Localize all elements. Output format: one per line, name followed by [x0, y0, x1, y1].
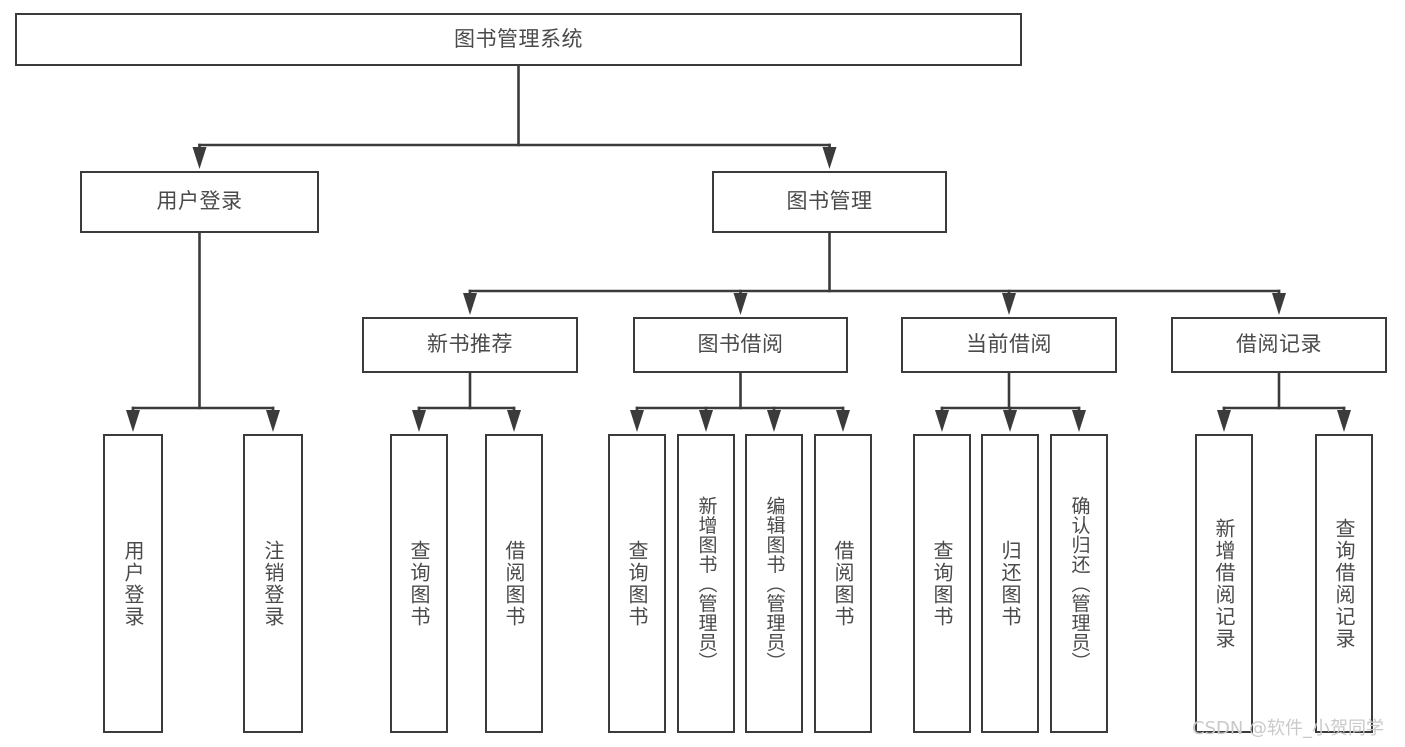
node-leaf-new-2[interactable]: 借阅图书 — [485, 434, 543, 733]
node-leaf-cur-3[interactable]: 确认归还（管理员） — [1050, 434, 1108, 733]
arrowhead — [1217, 410, 1231, 432]
node-label: 借阅图书 — [831, 539, 855, 628]
arrowhead — [1337, 410, 1351, 432]
arrowhead — [630, 410, 644, 432]
arrowhead — [1003, 410, 1017, 432]
node-label: 图书管理 — [786, 189, 873, 214]
node-label: 图书借阅 — [697, 332, 784, 357]
node-label: 归还图书 — [998, 539, 1022, 628]
node-leaf-login-1[interactable]: 用户登录 — [103, 434, 163, 733]
node-leaf-bor-1[interactable]: 查询图书 — [608, 434, 666, 733]
node-newbook[interactable]: 新书推荐 — [362, 317, 578, 373]
node-label: 新增图书（管理员） — [695, 495, 718, 672]
node-label: 用户登录 — [121, 539, 145, 628]
node-records[interactable]: 借阅记录 — [1171, 317, 1387, 373]
arrowhead — [1072, 410, 1086, 432]
node-label: 用户登录 — [156, 189, 243, 214]
node-label: 当前借阅 — [966, 332, 1052, 357]
node-label: 借阅记录 — [1236, 332, 1322, 357]
node-label: 新增借阅记录 — [1212, 517, 1236, 650]
node-leaf-cur-1[interactable]: 查询图书 — [913, 434, 971, 733]
arrowhead — [836, 410, 850, 432]
node-label: 确认归还（管理员） — [1068, 495, 1091, 672]
node-label: 查询图书 — [930, 539, 954, 628]
arrowhead — [266, 410, 280, 432]
node-root[interactable]: 图书管理系统 — [15, 13, 1022, 66]
node-leaf-bor-4[interactable]: 借阅图书 — [814, 434, 872, 733]
node-leaf-bor-3[interactable]: 编辑图书（管理员） — [745, 434, 803, 733]
node-label: 查询图书 — [625, 539, 649, 628]
node-leaf-bor-2[interactable]: 新增图书（管理员） — [677, 434, 735, 733]
node-leaf-rec-1[interactable]: 新增借阅记录 — [1195, 434, 1253, 733]
arrowhead — [1002, 293, 1016, 315]
arrowhead — [822, 147, 837, 169]
arrowhead — [463, 293, 477, 315]
node-current[interactable]: 当前借阅 — [901, 317, 1117, 373]
node-leaf-cur-2[interactable]: 归还图书 — [981, 434, 1039, 733]
arrowhead — [935, 410, 949, 432]
node-label: 查询借阅记录 — [1332, 517, 1356, 650]
node-login[interactable]: 用户登录 — [80, 171, 319, 233]
arrowhead — [733, 293, 748, 315]
node-label: 查询图书 — [407, 539, 431, 628]
node-label: 注销登录 — [261, 539, 285, 628]
arrowhead — [699, 410, 713, 432]
arrowhead — [1272, 293, 1286, 315]
node-label: 借阅图书 — [502, 539, 526, 628]
node-leaf-rec-2[interactable]: 查询借阅记录 — [1315, 434, 1373, 733]
arrowhead — [412, 410, 426, 432]
node-label: 新书推荐 — [427, 332, 513, 357]
node-leaf-login-2[interactable]: 注销登录 — [243, 434, 303, 733]
arrowhead — [192, 147, 207, 169]
node-label: 图书管理系统 — [454, 26, 583, 51]
node-leaf-new-1[interactable]: 查询图书 — [390, 434, 448, 733]
node-bookmgmt[interactable]: 图书管理 — [712, 171, 947, 233]
node-label: 编辑图书（管理员） — [763, 495, 786, 672]
arrowhead — [126, 410, 140, 432]
arrowhead — [767, 410, 781, 432]
arrowhead — [507, 410, 521, 432]
node-borrow[interactable]: 图书借阅 — [633, 317, 848, 373]
